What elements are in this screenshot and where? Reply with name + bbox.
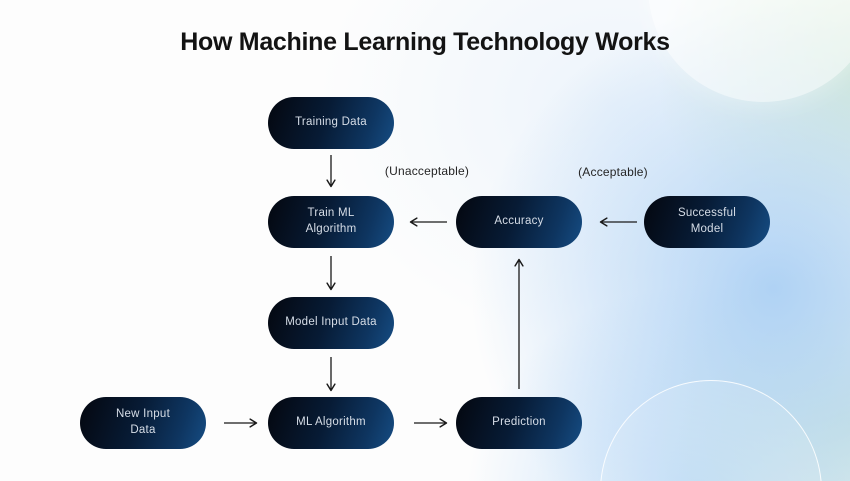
node-training-data: Training Data [268,97,394,149]
node-model-input-data: Model Input Data [268,297,394,349]
node-ml-algorithm: ML Algorithm [268,397,394,449]
node-label: Accuracy [494,215,544,228]
label-unacceptable: (Unacceptable) [384,164,470,178]
node-prediction: Prediction [456,397,582,449]
label-acceptable: (Acceptable) [578,165,648,179]
node-train-ml-algorithm: Train ML Algorithm [268,196,394,248]
node-accuracy: Accuracy [456,196,582,248]
node-label: Prediction [492,416,546,429]
node-label: ML Algorithm [296,416,366,429]
node-label: Training Data [295,116,367,129]
node-successful-model: Successful Model [644,196,770,248]
node-label: Model Input Data [285,316,377,329]
page-title: How Machine Learning Technology Works [180,28,670,56]
node-new-input-data: New Input Data [80,397,206,449]
node-label: Successful Model [677,207,737,235]
node-label: New Input Data [115,408,171,436]
node-label: Train ML Algorithm [305,207,357,235]
